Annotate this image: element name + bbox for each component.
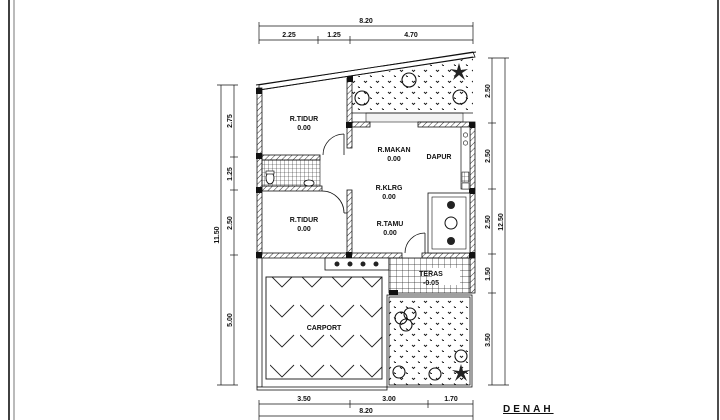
palm-icon [450, 63, 468, 80]
dim-bottom-total: 8.20 [359, 408, 373, 415]
dim-bottom-3: 1.70 [444, 396, 458, 403]
room-level-bedroom-2: 0.00 [297, 226, 311, 233]
room-level-family: 0.00 [382, 194, 396, 201]
sink-icon [461, 171, 470, 183]
room-label-living: R.TAMU [377, 221, 404, 228]
dim-right-1: 2.50 [485, 84, 492, 98]
room-level-bedroom-1: 0.00 [297, 125, 311, 132]
dim-bottom-2: 3.00 [382, 396, 396, 403]
dim-bottom-1: 3.50 [297, 396, 311, 403]
shrub-icon [401, 72, 417, 88]
dim-left-3: 2.50 [227, 216, 234, 230]
room-label-bedroom-2: R.TIDUR [290, 217, 318, 224]
right-dimensions [488, 57, 509, 386]
dim-top-total: 8.20 [359, 18, 373, 25]
plant-icon [447, 201, 455, 209]
room-label-bedroom-1: R.TIDUR [290, 116, 318, 123]
room-label-dining: R.MAKAN [377, 147, 410, 154]
dim-left-4: 5.00 [227, 313, 234, 327]
shrub-icon [354, 90, 370, 106]
room-label-family: R.KLRG [376, 185, 403, 192]
dim-right-total: 12.50 [498, 213, 505, 231]
room-labels: R.TIDUR 0.00 R.MAKAN 0.00 DAPUR R.KLRG 0… [290, 116, 452, 332]
front-garden [386, 294, 473, 388]
kitchen-counter [460, 126, 471, 190]
rear-garden [255, 51, 477, 123]
left-dimensions [217, 84, 238, 386]
shrub-icon [454, 349, 468, 363]
dim-top-3: 4.70 [404, 32, 418, 39]
dim-right-3: 2.50 [485, 215, 492, 229]
room-label-carport: CARPORT [307, 325, 342, 332]
shrub-icon [392, 365, 406, 379]
inner-courtyard [427, 192, 471, 254]
dim-right-2: 2.50 [485, 149, 492, 163]
dim-top-2: 1.25 [327, 32, 341, 39]
dim-left-1: 2.75 [227, 114, 234, 128]
dim-left-2: 1.25 [227, 167, 234, 181]
plant-icon [444, 216, 458, 230]
top-dimensions [258, 22, 474, 44]
shrub-icon [452, 89, 468, 105]
dim-right-4: 1.50 [485, 267, 492, 281]
bathroom [261, 159, 321, 187]
plant-icon [447, 237, 455, 245]
dim-top-1: 2.25 [282, 32, 296, 39]
terrace [388, 257, 471, 295]
shrub-icon [399, 318, 413, 332]
room-level-dining: 0.00 [387, 156, 401, 163]
room-label-terrace: TERAS [419, 271, 443, 278]
shrub-icon [394, 311, 408, 325]
front-planter [324, 257, 390, 271]
room-label-kitchen: DAPUR [427, 154, 452, 161]
dim-right-5: 3.50 [485, 333, 492, 347]
bottom-dimensions [258, 400, 474, 420]
outer-walls [256, 76, 476, 294]
palm-icon [452, 364, 470, 381]
drawing-title: DENAH [503, 404, 554, 415]
stove-burner-icon [462, 140, 468, 146]
sheet-frame [8, 0, 719, 420]
carport [256, 257, 388, 391]
sink-icon [303, 179, 315, 187]
doors [321, 133, 426, 254]
shrub-icon [428, 367, 442, 381]
room-level-living: 0.00 [383, 230, 397, 237]
room-level-terrace: -0.05 [423, 280, 439, 287]
dim-left-total: 11.50 [214, 226, 221, 243]
stove-burner-icon [462, 132, 468, 138]
